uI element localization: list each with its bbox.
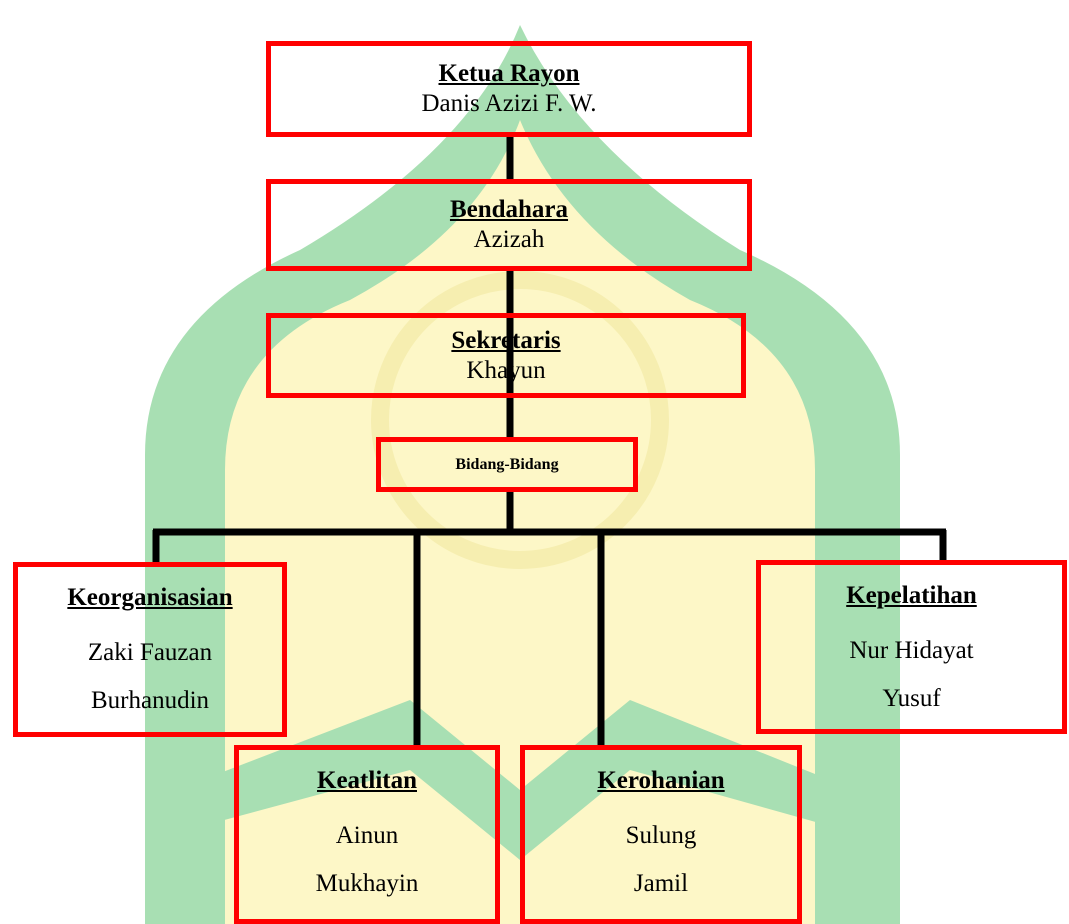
bidang-bidang-box: Bidang-Bidang bbox=[376, 437, 638, 492]
kerohanian-box: Kerohanian Sulung Jamil bbox=[520, 745, 802, 924]
watermark-book-shape bbox=[150, 700, 880, 860]
bendahara-box: Bendahara Azizah bbox=[266, 179, 752, 271]
kepelatihan-box: Kepelatihan Nur Hidayat Yusuf bbox=[756, 560, 1067, 734]
sekretaris-name: Khayun bbox=[466, 356, 546, 384]
keorganisasian-member: Zaki Fauzan bbox=[87, 639, 213, 666]
kepelatihan-member: Nur Hidayat bbox=[849, 637, 974, 664]
watermark-emblem bbox=[371, 271, 669, 569]
bidang-bidang-title: Bidang-Bidang bbox=[455, 455, 559, 473]
bendahara-title: Bendahara bbox=[449, 196, 569, 223]
keorganisasian-member: Burhanudin bbox=[90, 687, 210, 714]
ketua-rayon-name: Danis Azizi F. W. bbox=[421, 90, 597, 117]
keatlitan-member: Mukhayin bbox=[315, 870, 419, 897]
kerohanian-title: Kerohanian bbox=[597, 767, 725, 794]
kepelatihan-title: Kepelatihan bbox=[846, 582, 977, 609]
keatlitan-title: Keatlitan bbox=[317, 767, 417, 794]
kerohanian-member: Sulung bbox=[625, 822, 697, 849]
keorganisasian-box: Keorganisasian Zaki Fauzan Burhanudin bbox=[13, 562, 287, 737]
keatlitan-box: Keatlitan Ainun Mukhayin bbox=[234, 745, 500, 924]
ketua-rayon-box: Ketua Rayon Danis Azizi F. W. bbox=[266, 41, 752, 137]
bendahara-name: Azizah bbox=[473, 226, 545, 253]
sekretaris-title: Sekretaris bbox=[451, 326, 561, 354]
keatlitan-member: Ainun bbox=[335, 822, 399, 849]
kerohanian-member: Jamil bbox=[633, 870, 689, 897]
kepelatihan-member: Yusuf bbox=[882, 685, 941, 712]
keorganisasian-title: Keorganisasian bbox=[67, 584, 233, 611]
ketua-rayon-title: Ketua Rayon bbox=[438, 60, 580, 87]
sekretaris-box: Sekretaris Khayun bbox=[266, 313, 746, 398]
